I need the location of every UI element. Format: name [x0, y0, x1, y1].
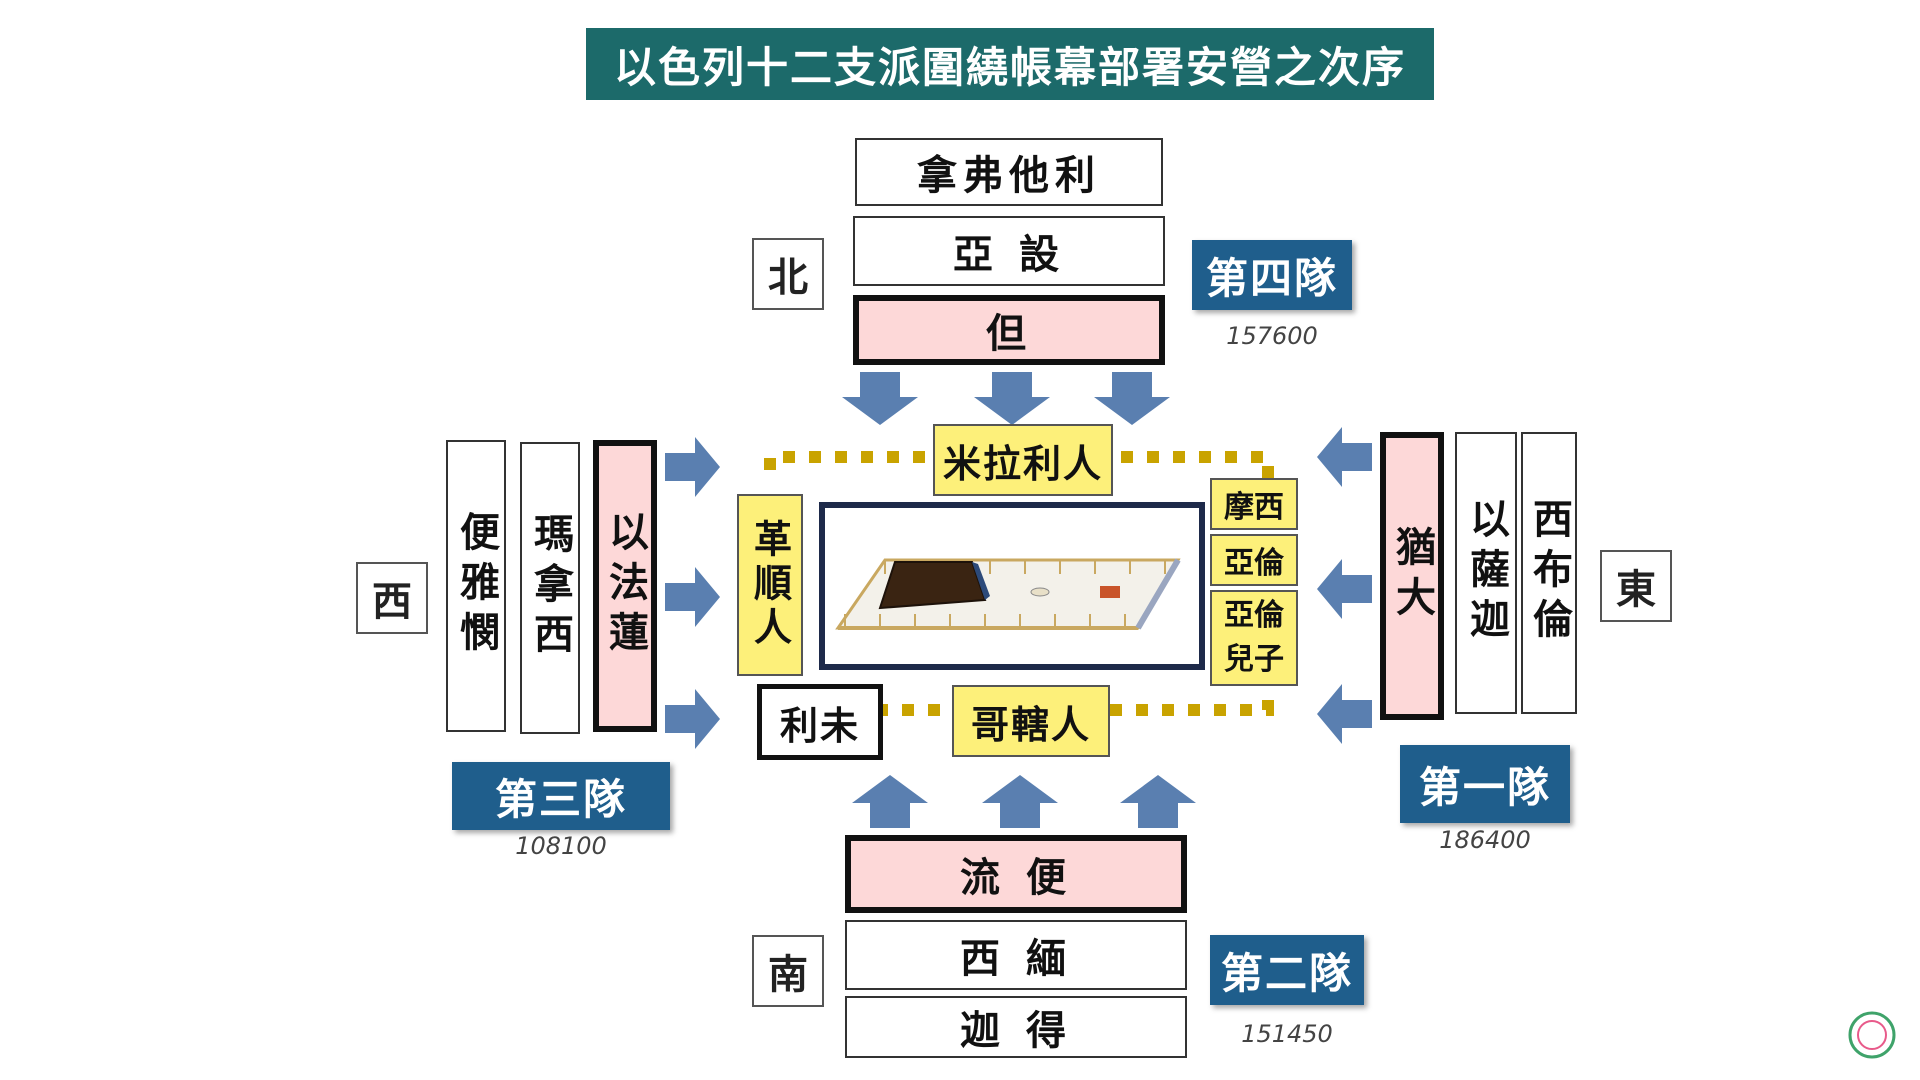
- levite-merari-box: 米拉利人: [933, 424, 1113, 496]
- west-division-badge: 第三隊: [452, 762, 670, 830]
- east-arrows: [1317, 427, 1372, 744]
- direction-west-label: 西: [356, 562, 428, 634]
- west-count: 108100: [515, 832, 607, 860]
- direction-east-label: 東: [1600, 550, 1672, 622]
- direction-north-label: 北: [752, 238, 824, 310]
- arrow-up-icon: [852, 775, 928, 828]
- east-tribe-judah-lead: 猶大: [1380, 432, 1444, 720]
- arrow-left-icon: [1317, 427, 1372, 487]
- arrow-down-icon: [974, 372, 1050, 425]
- aaron-box: 亞倫: [1210, 534, 1298, 586]
- west-tribe-ephraim-lead: 以法蓮: [593, 440, 657, 732]
- arrow-down-icon: [842, 372, 918, 425]
- west-tribe-manasseh: 瑪拿西: [520, 442, 580, 734]
- north-arrows: [842, 372, 1170, 425]
- arrow-down-icon: [1094, 372, 1170, 425]
- south-tribe-gad: 迦 得: [845, 996, 1187, 1058]
- diagram-title: 以色列十二支派圍繞帳幕部署安營之次序: [586, 28, 1434, 100]
- arrow-right-icon: [665, 437, 720, 497]
- levite-gershon-box: 革順人: [737, 494, 803, 676]
- aaron-sons-box: 亞倫兒子: [1210, 590, 1298, 686]
- east-tribe-zebulun: 西布倫: [1521, 432, 1577, 714]
- east-division-badge: 第一隊: [1400, 745, 1570, 823]
- direction-south-label: 南: [752, 935, 824, 1007]
- arrow-left-icon: [1317, 559, 1372, 619]
- moses-box: 摩西: [1210, 478, 1298, 530]
- north-count: 157600: [1226, 322, 1318, 350]
- altar-icon: [1100, 586, 1120, 598]
- tent-icon: [878, 561, 987, 610]
- north-division-badge: 第四隊: [1192, 240, 1352, 310]
- arrow-left-icon: [1317, 684, 1372, 744]
- arrow-up-icon: [1120, 775, 1196, 828]
- south-division-badge: 第二隊: [1210, 935, 1364, 1005]
- arrow-right-icon: [665, 689, 720, 749]
- levite-kohath-box: 哥轄人: [952, 685, 1110, 757]
- north-tribe-naphtali: 拿弗他利: [855, 138, 1163, 206]
- arrow-right-icon: [665, 567, 720, 627]
- west-tribe-benjamin: 便雅憫: [446, 440, 506, 732]
- levite-camp-dotted-border: [764, 451, 1274, 716]
- east-tribe-issachar: 以薩迦: [1455, 432, 1517, 714]
- east-count: 186400: [1439, 826, 1531, 854]
- arrow-up-icon: [982, 775, 1058, 828]
- north-tribe-dan-lead: 但: [853, 295, 1165, 365]
- tabernacle-illustration: [819, 502, 1205, 670]
- south-count: 151450: [1241, 1020, 1333, 1048]
- north-tribe-asher: 亞 設: [853, 216, 1165, 286]
- south-arrows: [852, 775, 1196, 828]
- laver-icon: [1030, 587, 1050, 597]
- south-tribe-simeon: 西 緬: [845, 920, 1187, 990]
- south-tribe-reuben-lead: 流 便: [845, 835, 1187, 913]
- levi-box: 利未: [757, 684, 883, 760]
- west-arrows: [665, 437, 720, 749]
